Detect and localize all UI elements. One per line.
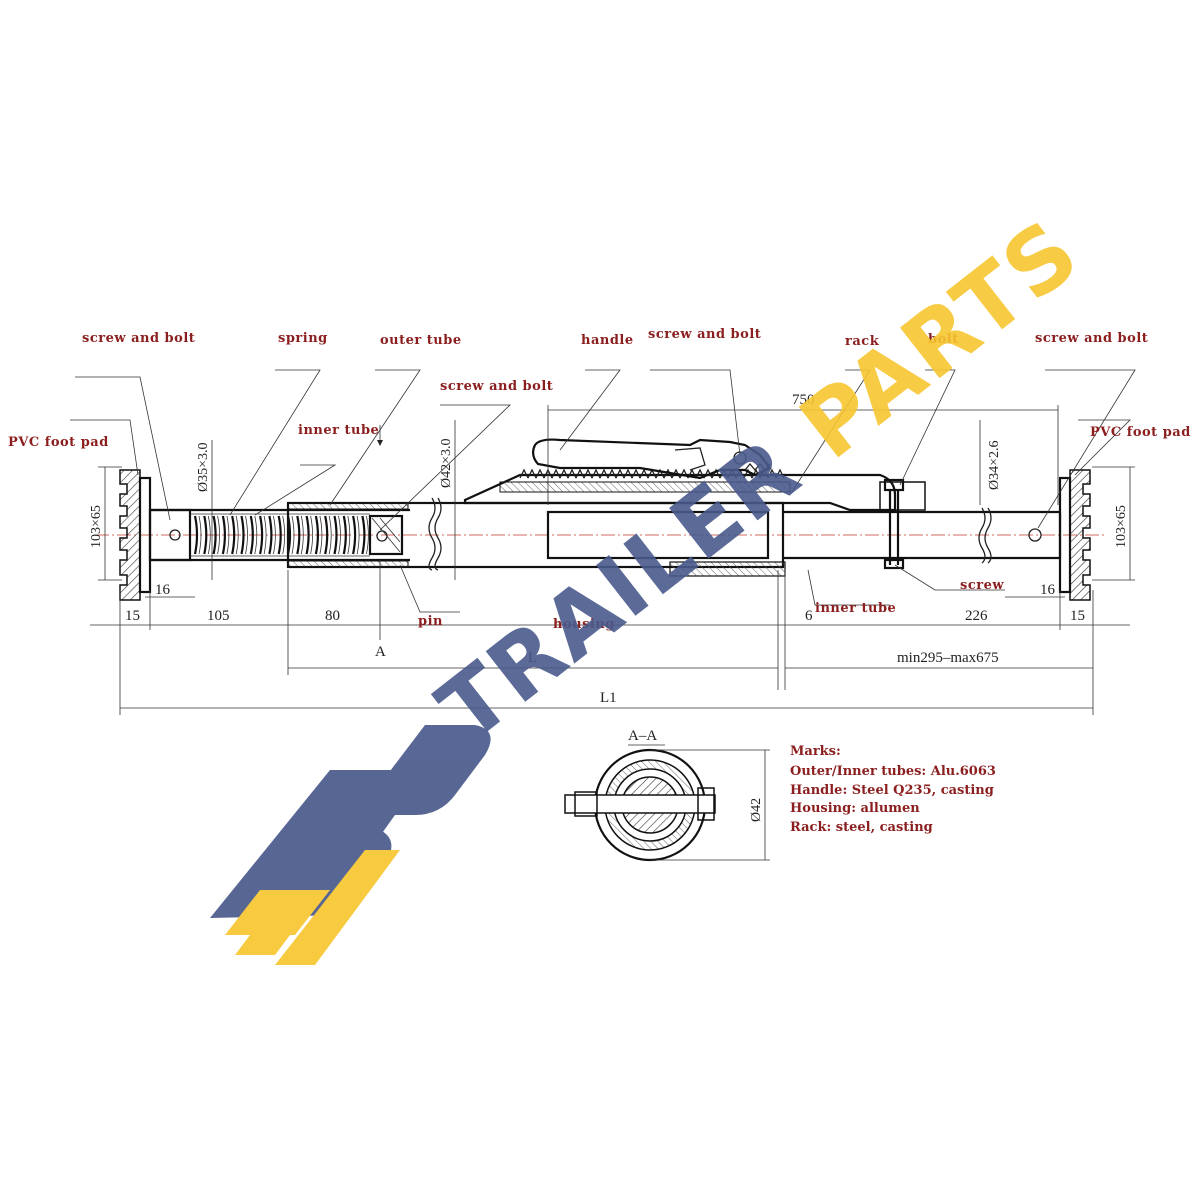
- spring-coil: [259, 515, 264, 555]
- note-line-2: Handle: Steel Q235, casting: [790, 783, 994, 798]
- spring-coil-back: [217, 515, 220, 555]
- spring-coil: [296, 515, 301, 555]
- dim-80: 80: [325, 608, 340, 624]
- label-screw-and-bolt-4: screw and bolt: [440, 379, 553, 394]
- label-screw: screw: [960, 578, 1004, 593]
- spring: [193, 515, 369, 555]
- label-bolt: bolt: [928, 332, 959, 347]
- label-handle: handle: [581, 333, 634, 348]
- dim-16-left: 16: [155, 582, 171, 598]
- note-line-3: Housing: allumen: [790, 801, 920, 816]
- dim-right-pad: 103×65: [1114, 505, 1129, 548]
- note-line-1: Outer/Inner tubes: Alu.6063: [790, 764, 996, 779]
- dim-L1: L1: [600, 690, 617, 706]
- dim-outer-tube-diameter: Ø42×3.0: [439, 438, 454, 488]
- dim-section-mark: A: [375, 644, 386, 660]
- spring-coil: [268, 515, 273, 555]
- spring-coil: [324, 515, 329, 555]
- label-outer-tube: outer tube: [380, 333, 462, 348]
- dim-left-pad: 103×65: [89, 505, 104, 548]
- label-housing: housing: [553, 617, 615, 632]
- watermark-parts-overlay: [730, 345, 980, 435]
- spring-coil-back: [226, 515, 230, 555]
- spring-coil-back: [300, 515, 304, 555]
- dim-226: 226: [965, 608, 988, 624]
- spring-coil: [333, 515, 338, 555]
- dim-inner-tube-diameter: Ø35×3.0: [196, 442, 211, 492]
- section-diameter: Ø42: [749, 798, 764, 822]
- spring-coil: [212, 515, 217, 555]
- spring-coil-back: [282, 515, 286, 555]
- arrow-head: [377, 440, 383, 446]
- dim-15-right: 15: [1070, 608, 1085, 624]
- dim-6: 6: [805, 608, 813, 624]
- spring-coil-back: [310, 515, 313, 555]
- spring-coil-back: [198, 515, 202, 555]
- label-screw-and-bolt-3: screw and bolt: [1035, 331, 1148, 346]
- spring-coil: [203, 515, 208, 555]
- dim-min-max: min295–max675: [897, 650, 999, 666]
- spring-coil-back: [356, 515, 360, 555]
- pin-block: [368, 514, 404, 556]
- spring-coil: [240, 515, 245, 555]
- bolt-assembly: [879, 478, 926, 570]
- label-spring: spring: [278, 331, 328, 346]
- spring-coil-back: [263, 515, 267, 555]
- spring-coil-back: [235, 515, 239, 555]
- dim-105: 105: [207, 608, 230, 624]
- spring-coil-back: [347, 515, 351, 555]
- label-pvc-foot-pad-left: PVC foot pad: [8, 435, 109, 450]
- spring-coil: [277, 515, 282, 555]
- housing: [669, 561, 786, 577]
- spring-coil: [361, 515, 366, 555]
- spring-coil: [314, 515, 319, 555]
- notes-heading: Marks:: [790, 744, 841, 759]
- dim-15-left: 15: [125, 608, 140, 624]
- dimension-lines: [90, 405, 1135, 715]
- dim-L: L: [528, 650, 537, 666]
- watermark-logo: [210, 725, 491, 965]
- inner-tube-left: [150, 508, 410, 562]
- spring-coil-back: [245, 515, 248, 555]
- spring-coil-back: [319, 515, 323, 555]
- section-title: A–A: [628, 728, 657, 744]
- spring-coil: [352, 515, 357, 555]
- spring-coil-back: [207, 515, 211, 555]
- spring-coil-back: [366, 515, 369, 555]
- spring-coil-back: [273, 515, 276, 555]
- spring-coil-back: [291, 515, 295, 555]
- label-pvc-foot-pad-right: PVC foot pad: [1090, 425, 1191, 440]
- spring-coil: [221, 515, 226, 555]
- spring-coil: [193, 515, 199, 555]
- notes-block: Marks: Outer/Inner tubes: Alu.6063 Handl…: [790, 744, 996, 835]
- dim-750: 750: [792, 392, 815, 408]
- label-inner-tube-2: inner tube: [815, 601, 896, 616]
- spring-coil-back: [328, 515, 332, 555]
- spring-coil: [249, 515, 254, 555]
- dim-16-right: 16: [1040, 582, 1056, 598]
- spring-coil: [305, 515, 310, 555]
- spring-coil: [231, 515, 236, 555]
- label-rack: rack: [845, 334, 880, 349]
- label-screw-and-bolt-2: screw and bolt: [648, 327, 761, 342]
- section-a-a: A–A Ø42: [564, 728, 770, 862]
- spring-coil-back: [254, 515, 258, 555]
- label-pin: pin: [418, 614, 443, 629]
- dim-right-tube-diameter: Ø34×2.6: [987, 440, 1002, 490]
- left-foot-pad: [119, 469, 192, 601]
- note-line-4: Rack: steel, casting: [790, 820, 933, 835]
- leader-lines: [70, 369, 1136, 613]
- spring-coil: [342, 515, 347, 555]
- spring-coil-back: [338, 515, 341, 555]
- label-screw-and-bolt-1: screw and bolt: [82, 331, 195, 346]
- right-foot-pad: [1058, 469, 1091, 601]
- label-inner-tube-1: inner tube: [298, 423, 379, 438]
